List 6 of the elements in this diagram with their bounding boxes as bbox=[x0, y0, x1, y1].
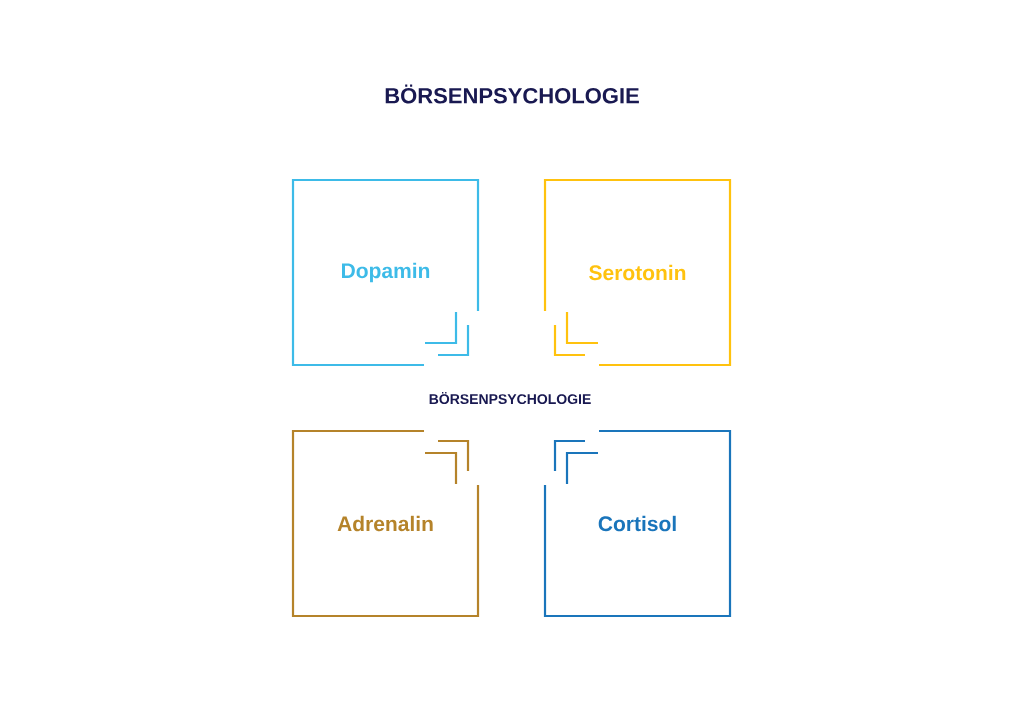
hormone-box: Serotonin bbox=[543, 178, 732, 367]
hormone-box: Dopamin bbox=[291, 178, 480, 367]
hormone-box: Adrenalin bbox=[291, 429, 480, 618]
title: BÖRSENPSYCHOLOGIE bbox=[385, 84, 639, 104]
center-label: BÖRSENPSYCHOLOGIE bbox=[429, 391, 591, 405]
hormone-box: Cortisol bbox=[543, 429, 732, 618]
